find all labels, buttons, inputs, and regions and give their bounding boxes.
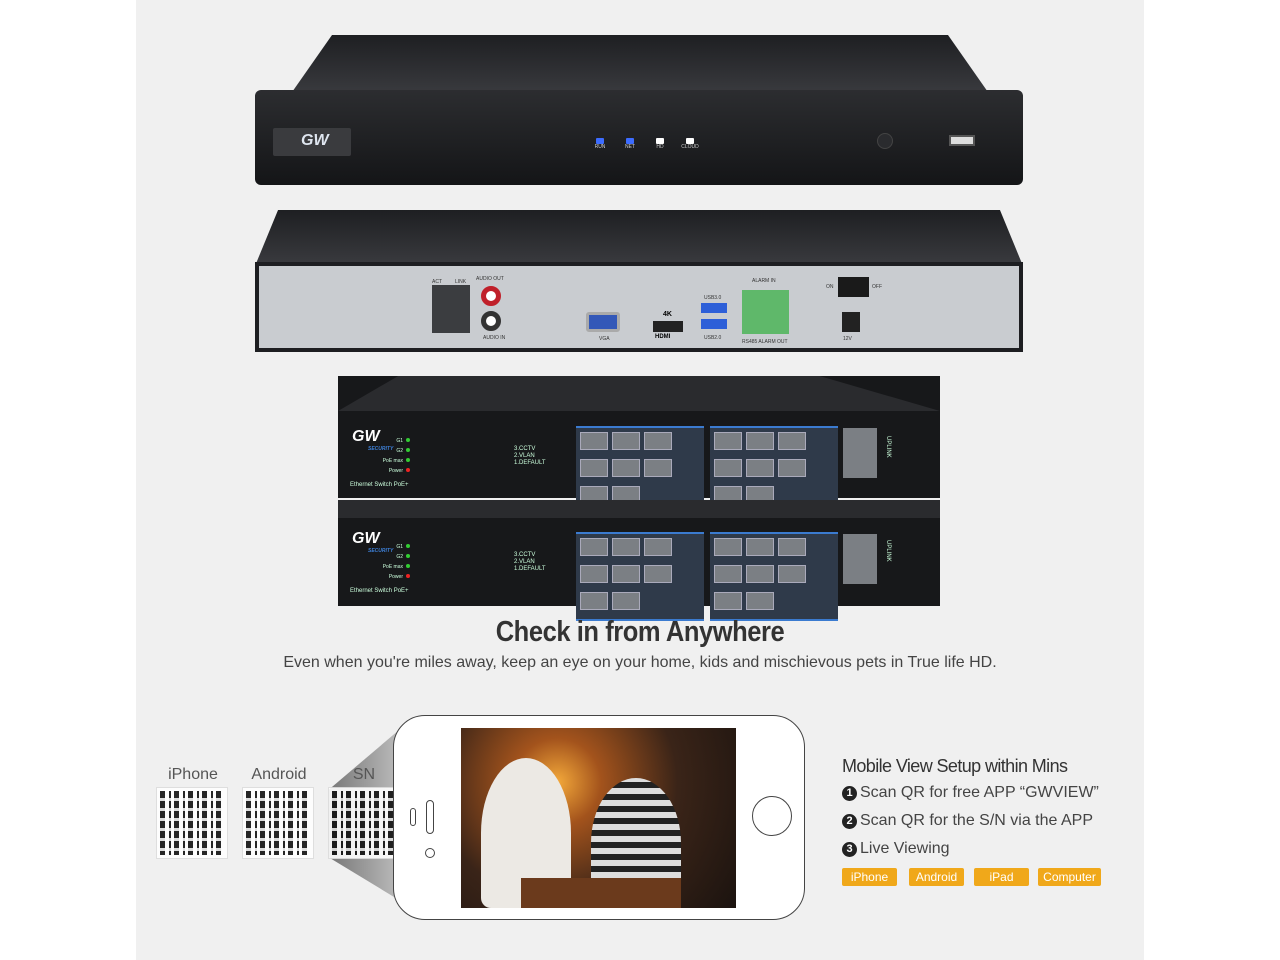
alarm-out-label: RS485 ALARM OUT bbox=[742, 339, 788, 345]
audio-out-label: AUDIO OUT bbox=[476, 276, 504, 282]
hdmi-port-icon bbox=[653, 321, 683, 332]
nvr-logo: GW bbox=[273, 128, 351, 156]
badge-computer: Computer bbox=[1038, 868, 1101, 886]
chessboard bbox=[521, 878, 681, 908]
lan-port-icon bbox=[432, 285, 470, 333]
nvr-rear-lid bbox=[255, 210, 1023, 266]
power-switch[interactable] bbox=[838, 277, 869, 297]
switch-logo-sub: SECURITY bbox=[368, 548, 394, 554]
subtitle: Even when you're miles away, keep an eye… bbox=[283, 654, 997, 671]
led-run: RUN bbox=[585, 138, 615, 150]
switch-logo-sub: SECURITY bbox=[368, 446, 394, 452]
qr-label-android: Android bbox=[251, 766, 307, 783]
lan-act-label: ACT bbox=[432, 279, 442, 285]
alarm-terminal-icon bbox=[742, 290, 789, 334]
port-group-9-16 bbox=[710, 532, 838, 621]
vga-label: VGA bbox=[599, 336, 610, 342]
power-off-label: OFF bbox=[872, 284, 882, 290]
audio-out-jack-icon bbox=[481, 286, 501, 306]
4k-label: 4K bbox=[663, 311, 672, 318]
qr-code-android-icon bbox=[242, 787, 314, 859]
ir-sensor-icon bbox=[877, 133, 893, 149]
uplink-label: UPLINK bbox=[885, 436, 891, 458]
led-hd: HD bbox=[645, 138, 675, 150]
qr-code-sn-icon bbox=[328, 787, 400, 859]
nvr-led-row: RUN NET HD CLOUD bbox=[585, 138, 705, 150]
led-net: NET bbox=[615, 138, 645, 150]
uplink-ports bbox=[843, 534, 877, 584]
vga-port-icon bbox=[586, 312, 620, 332]
usb-port-icon bbox=[949, 135, 975, 146]
switch-indicators: G1 G2 PoE max Power bbox=[374, 436, 410, 476]
uplink-ports bbox=[843, 428, 877, 478]
qr-code-iphone-icon bbox=[156, 787, 228, 859]
led-cloud: CLOUD bbox=[675, 138, 705, 150]
badge-android: Android bbox=[909, 868, 964, 886]
hdmi-label: HDMI bbox=[655, 334, 671, 340]
nvr-front-panel bbox=[255, 90, 1023, 185]
usb2-label: USB2.0 bbox=[704, 335, 722, 341]
power-label: 12V bbox=[843, 336, 852, 342]
power-on-label: ON bbox=[826, 284, 834, 290]
audio-in-jack-icon bbox=[481, 311, 501, 331]
qr-label-iphone: iPhone bbox=[168, 766, 218, 783]
badge-iphone: iPhone bbox=[842, 868, 897, 886]
phone-speaker-icon bbox=[410, 808, 416, 826]
switch-logo: GW bbox=[352, 530, 380, 547]
switch-model: Ethernet Switch PoE+ bbox=[350, 482, 409, 488]
headline: Check in from Anywhere bbox=[495, 616, 785, 648]
port-group-1-8 bbox=[576, 532, 704, 621]
nvr-rear-panel bbox=[255, 262, 1023, 352]
live-view-photo bbox=[461, 728, 736, 908]
qr-label-sn: SN bbox=[352, 766, 376, 783]
phone-camera-icon bbox=[425, 848, 435, 858]
switch-indicators: G1 G2 PoE max Power bbox=[374, 542, 410, 582]
usb3-label: USB3.0 bbox=[704, 295, 722, 301]
usb2-port-icon bbox=[701, 319, 727, 329]
dc-jack-icon bbox=[842, 312, 860, 332]
switch-logo: GW bbox=[352, 428, 380, 445]
nvr-lid bbox=[290, 35, 990, 95]
badge-ipad: iPad bbox=[974, 868, 1029, 886]
uplink-label: UPLINK bbox=[885, 540, 891, 562]
lan-link-label: LINK bbox=[455, 279, 467, 285]
poe-switch-2: GW SECURITY G1 G2 PoE max Power Ethernet… bbox=[338, 500, 940, 621]
setup-title: Mobile View Setup within Mins bbox=[842, 756, 1068, 776]
phone-slot-icon bbox=[426, 800, 434, 834]
poe-switch-1: GW SECURITY G1 G2 PoE max Power Ethernet… bbox=[338, 376, 940, 515]
audio-in-label: AUDIO IN bbox=[483, 335, 506, 341]
usb3-port-icon bbox=[701, 303, 727, 313]
phone-home-button[interactable] bbox=[752, 796, 792, 836]
switch-model: Ethernet Switch PoE+ bbox=[350, 588, 409, 594]
alarm-in-label: ALARM IN bbox=[752, 278, 776, 284]
